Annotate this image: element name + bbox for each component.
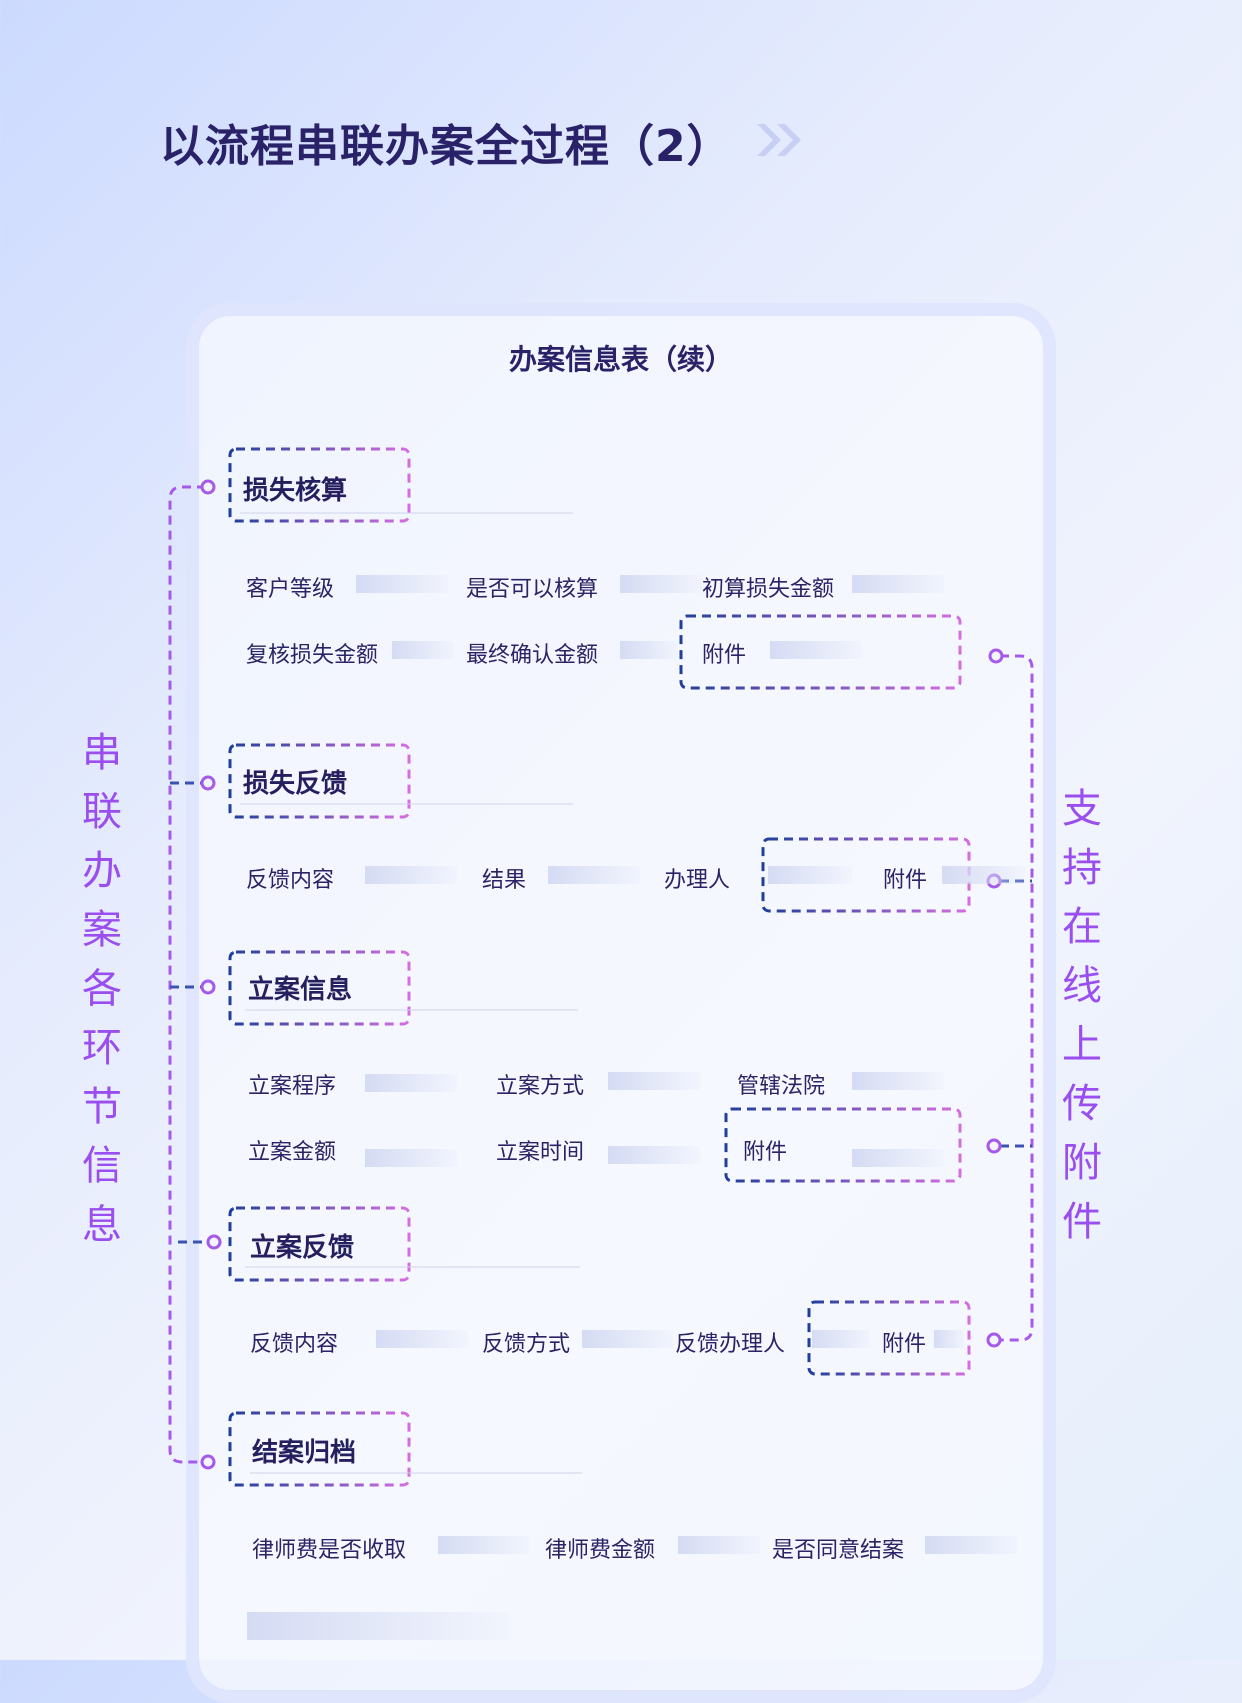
node-dot xyxy=(200,979,216,995)
section-label-loss-calc: 损失核算 xyxy=(243,476,348,506)
attachment-box-1 xyxy=(679,614,962,690)
field-attachment: 附件 xyxy=(702,643,747,668)
value-placeholder xyxy=(925,1536,1017,1554)
field-lawyer-fee-amount: 律师费金额 xyxy=(545,1538,656,1563)
field-court: 管辖法院 xyxy=(737,1074,826,1099)
value-placeholder xyxy=(392,641,454,659)
section-box-loss-feedback xyxy=(228,743,411,819)
node-dot xyxy=(988,648,1004,664)
value-placeholder xyxy=(376,1330,468,1348)
section-box-closing xyxy=(228,1411,411,1487)
bottom-placeholder-bar xyxy=(247,1612,509,1640)
right-vertical-label: 支 持 在 线 上 传 附 件 xyxy=(1062,786,1102,1245)
node-dot xyxy=(200,1454,216,1470)
node-dot xyxy=(206,1234,222,1250)
value-placeholder xyxy=(608,1072,700,1090)
field-filing-amount: 立案金额 xyxy=(248,1140,337,1165)
connector-overlay xyxy=(168,447,1034,1487)
field-feedback-handler: 反馈办理人 xyxy=(675,1332,786,1357)
value-placeholder xyxy=(620,641,678,659)
attachment-box-3 xyxy=(724,1107,962,1183)
section-label-filing-info: 立案信息 xyxy=(248,975,353,1005)
field-result: 结果 xyxy=(482,868,527,893)
value-placeholder xyxy=(365,1074,457,1092)
value-placeholder xyxy=(365,866,457,884)
value-placeholder xyxy=(852,1072,944,1090)
section-label-closing: 结案归档 xyxy=(252,1438,357,1468)
value-placeholder xyxy=(942,866,1026,884)
field-filing-method: 立案方式 xyxy=(496,1074,585,1099)
section-box-filing-feedback xyxy=(228,1206,411,1282)
left-vertical-label: 串 联 办 案 各 环 节 信 息 xyxy=(82,730,122,1248)
field-filing-time: 立案时间 xyxy=(496,1140,585,1165)
value-placeholder xyxy=(365,1149,457,1167)
double-chevron-icon xyxy=(757,124,801,156)
value-placeholder xyxy=(438,1536,530,1554)
section-label-loss-feedback: 损失反馈 xyxy=(243,769,348,799)
value-placeholder xyxy=(608,1146,700,1164)
field-feedback-method: 反馈方式 xyxy=(482,1332,571,1357)
value-placeholder xyxy=(548,866,640,884)
node-dot xyxy=(200,479,216,495)
page-title: 以流程串联办案全过程（2） xyxy=(160,121,732,172)
field-agree-close: 是否同意结案 xyxy=(772,1538,905,1563)
section-box-filing-info xyxy=(228,950,411,1026)
value-placeholder xyxy=(620,575,702,593)
value-placeholder xyxy=(582,1330,674,1348)
attachment-box-4 xyxy=(807,1300,971,1376)
value-placeholder xyxy=(812,1330,870,1348)
value-placeholder xyxy=(934,1330,964,1348)
card-title: 办案信息表（续） xyxy=(508,343,733,376)
node-dot xyxy=(986,1332,1002,1348)
field-review-loss: 复核损失金额 xyxy=(246,643,379,668)
node-dot xyxy=(986,1138,1002,1154)
value-placeholder xyxy=(768,866,852,884)
field-handler: 办理人 xyxy=(664,868,731,893)
field-final-amount: 最终确认金额 xyxy=(466,643,599,668)
section-label-filing-feedback: 立案反馈 xyxy=(250,1233,355,1263)
field-filing-procedure: 立案程序 xyxy=(248,1074,337,1099)
left-bracket xyxy=(168,485,206,1464)
field-attachment: 附件 xyxy=(883,868,928,893)
value-placeholder xyxy=(678,1536,760,1554)
field-attachment: 附件 xyxy=(882,1332,927,1357)
value-placeholder xyxy=(852,1149,944,1167)
field-initial-loss: 初算损失金额 xyxy=(702,577,835,602)
right-bracket xyxy=(1000,654,1034,1342)
field-lawyer-fee-collected: 律师费是否收取 xyxy=(252,1538,407,1563)
field-feedback-content: 反馈内容 xyxy=(250,1332,339,1357)
field-can-calculate: 是否可以核算 xyxy=(466,577,599,602)
value-placeholder xyxy=(852,575,944,593)
value-placeholder xyxy=(770,641,862,659)
section-box-loss-calc xyxy=(228,447,411,523)
node-dot xyxy=(200,775,216,791)
field-customer-level: 客户等级 xyxy=(246,577,335,602)
field-attachment: 附件 xyxy=(743,1140,788,1165)
value-placeholder xyxy=(356,575,448,593)
field-feedback-content: 反馈内容 xyxy=(246,868,335,893)
